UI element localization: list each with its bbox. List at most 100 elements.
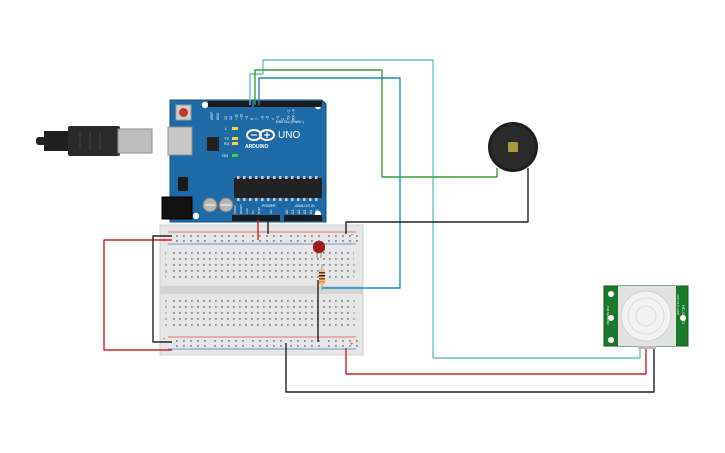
breadboard-hole bbox=[281, 306, 283, 308]
breadboard-row-letter: e bbox=[165, 298, 168, 303]
breadboard-hole bbox=[342, 340, 344, 342]
breadboard-hole bbox=[323, 324, 325, 326]
breadboard-hole bbox=[176, 340, 178, 342]
breadboard-hole bbox=[299, 324, 301, 326]
breadboard-hole bbox=[215, 324, 217, 326]
breadboard-hole bbox=[209, 252, 211, 254]
breadboard-hole bbox=[242, 235, 244, 237]
breadboard-hole bbox=[275, 306, 277, 308]
breadboard-hole bbox=[299, 300, 301, 302]
breadboard-hole bbox=[349, 240, 351, 242]
breadboard-hole bbox=[293, 324, 295, 326]
breadboard-hole bbox=[323, 312, 325, 314]
breadboard-row-letter: a bbox=[353, 322, 356, 327]
digital-pin-label: ~11 bbox=[234, 114, 238, 120]
breadboard-row-letter: g bbox=[353, 268, 355, 273]
breadboard-hole bbox=[299, 258, 301, 260]
breadboard-hole bbox=[293, 270, 295, 272]
rail-minus-top: - bbox=[351, 232, 353, 238]
breadboard-hole bbox=[173, 318, 175, 320]
breadboard-hole bbox=[173, 276, 175, 278]
chip-pin bbox=[237, 198, 240, 201]
breadboard-row-letter: i bbox=[165, 256, 166, 261]
breadboard-hole bbox=[329, 264, 331, 266]
breadboard-hole bbox=[328, 345, 330, 347]
breadboard-hole bbox=[257, 318, 259, 320]
breadboard-hole bbox=[242, 240, 244, 242]
breadboard-hole bbox=[227, 270, 229, 272]
breadboard-hole bbox=[221, 270, 223, 272]
breadboard-hole bbox=[299, 306, 301, 308]
breadboard-hole bbox=[221, 240, 223, 242]
breadboard-hole bbox=[341, 264, 343, 266]
breadboard-hole bbox=[257, 324, 259, 326]
breadboard-hole bbox=[263, 276, 265, 278]
breadboard-hole bbox=[233, 276, 235, 278]
rail-minus-bottom: - bbox=[163, 336, 165, 342]
breadboard-hole bbox=[215, 252, 217, 254]
breadboard-hole bbox=[215, 318, 217, 320]
breadboard-hole bbox=[311, 340, 313, 342]
breadboard-hole bbox=[245, 276, 247, 278]
breadboard-hole bbox=[203, 258, 205, 260]
breadboard-hole bbox=[203, 318, 205, 320]
breadboard-hole bbox=[227, 318, 229, 320]
breadboard-hole bbox=[281, 258, 283, 260]
breadboard-hole bbox=[191, 264, 193, 266]
breadboard-hole bbox=[304, 235, 306, 237]
breadboard-hole bbox=[221, 324, 223, 326]
breadboard-hole bbox=[185, 312, 187, 314]
breadboard-hole bbox=[259, 340, 261, 342]
breadboard-hole bbox=[329, 276, 331, 278]
breadboard-hole bbox=[297, 240, 299, 242]
wire-black-rail-loop bbox=[152, 235, 172, 343]
breadboard-hole bbox=[251, 264, 253, 266]
breadboard-hole bbox=[197, 312, 199, 314]
breadboard-hole bbox=[356, 340, 358, 342]
breadboard-hole bbox=[204, 235, 206, 237]
breadboard-hole bbox=[203, 312, 205, 314]
rail-plus-bottom: + bbox=[350, 342, 354, 348]
chip-pin bbox=[291, 198, 294, 201]
breadboard-hole bbox=[197, 235, 199, 237]
breadboard-hole bbox=[191, 258, 193, 260]
breadboard-hole bbox=[305, 252, 307, 254]
breadboard-hole bbox=[269, 258, 271, 260]
breadboard-hole bbox=[221, 318, 223, 320]
breadboard-hole bbox=[297, 235, 299, 237]
breadboard-hole bbox=[275, 300, 277, 302]
breadboard-hole bbox=[233, 306, 235, 308]
breadboard-hole bbox=[179, 252, 181, 254]
breadboard-hole bbox=[227, 276, 229, 278]
breadboard-hole bbox=[183, 340, 185, 342]
breadboard-hole bbox=[191, 312, 193, 314]
breadboard-hole bbox=[197, 306, 199, 308]
breadboard-hole bbox=[280, 340, 282, 342]
breadboard-hole bbox=[341, 300, 343, 302]
analog-pin-label: A1 bbox=[291, 210, 295, 214]
breadboard-hole bbox=[173, 312, 175, 314]
breadboard-hole bbox=[347, 306, 349, 308]
breadboard-hole bbox=[341, 324, 343, 326]
chip-pin bbox=[279, 176, 282, 179]
breadboard-hole bbox=[191, 276, 193, 278]
usb-cable bbox=[36, 126, 153, 156]
chip-pin bbox=[243, 176, 246, 179]
breadboard-hole bbox=[209, 258, 211, 260]
breadboard-row-letter: j bbox=[164, 250, 166, 255]
breadboard-hole bbox=[269, 270, 271, 272]
breadboard-hole bbox=[275, 264, 277, 266]
breadboard-hole bbox=[209, 300, 211, 302]
breadboard-hole bbox=[311, 345, 313, 347]
breadboard-hole bbox=[221, 306, 223, 308]
breadboard-hole bbox=[215, 312, 217, 314]
breadboard-hole bbox=[185, 264, 187, 266]
breadboard-row-letter: e bbox=[353, 298, 356, 303]
breadboard-hole bbox=[233, 318, 235, 320]
breadboard-hole bbox=[197, 270, 199, 272]
breadboard-hole bbox=[290, 235, 292, 237]
breadboard-hole bbox=[209, 306, 211, 308]
digital-pin-label: 8 bbox=[250, 118, 254, 120]
digital-pin-label: TX→1 bbox=[286, 110, 290, 120]
